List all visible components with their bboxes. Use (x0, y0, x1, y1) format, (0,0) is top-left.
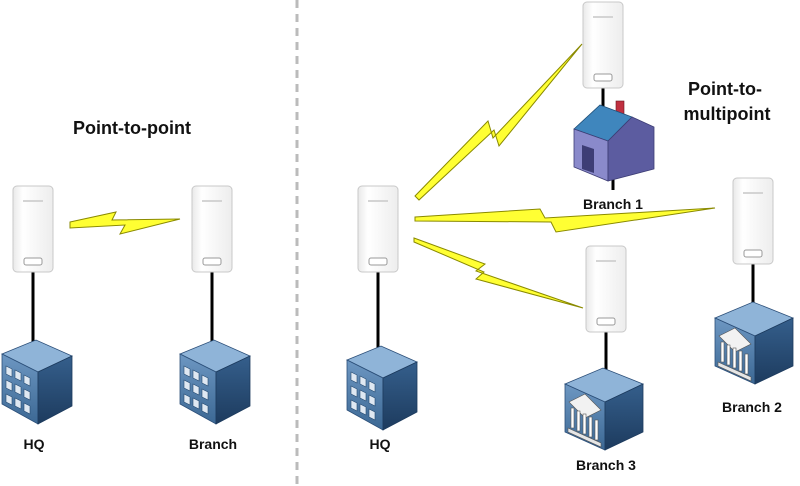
radio-link-icon (414, 43, 583, 201)
hq-label: HQ (24, 436, 45, 452)
radio-link-icon (413, 237, 584, 309)
branch-label: Branch (189, 436, 237, 452)
point-to-multipoint-title-line2: multipoint (684, 104, 771, 124)
branch-2-label: Branch 2 (722, 399, 782, 415)
access-point-icon (732, 177, 774, 265)
house-icon (573, 100, 655, 182)
access-point-icon (191, 185, 233, 273)
branch-1-label: Branch 1 (583, 196, 643, 212)
branch-3-label: Branch 3 (576, 457, 636, 473)
point-to-point-title: Point-to-point (73, 118, 191, 138)
radio-link-icon (69, 211, 181, 235)
access-point-icon (582, 1, 624, 89)
office-building-icon (1, 339, 73, 425)
bank-building-icon (564, 367, 644, 451)
office-building-icon (346, 345, 418, 431)
hq-label: HQ (370, 436, 391, 452)
access-point-icon (12, 185, 54, 273)
access-point-icon (585, 245, 627, 333)
radio-link-icon (414, 207, 716, 233)
bank-building-icon (714, 301, 794, 385)
office-building-icon (179, 339, 251, 425)
access-point-icon (357, 185, 399, 273)
point-to-multipoint-title-line1: Point-to- (688, 79, 762, 99)
